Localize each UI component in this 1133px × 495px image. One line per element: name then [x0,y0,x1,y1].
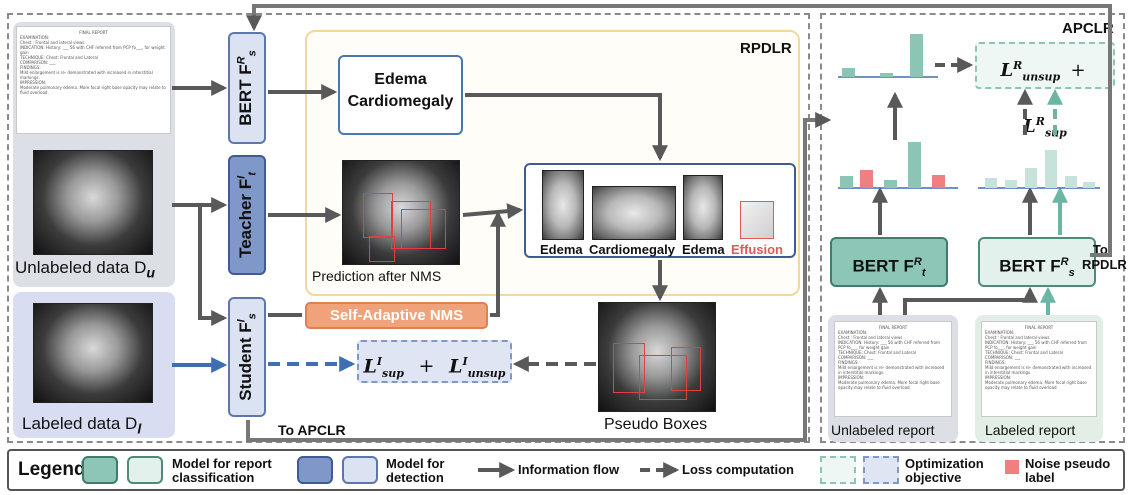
apclr-panel [820,13,1125,443]
detection-loss-box: LIsup + LIunsup [357,340,512,383]
pseudo-boxes-caption: Pseudo Boxes [604,416,708,433]
legend-opt-objective: Optimization objective [905,456,984,485]
bars-student [978,150,1100,189]
legend-swatch-detection-light [342,456,378,484]
pred-box [401,209,446,249]
apclr-title: APCLR [1062,20,1114,37]
crop-edema-2 [683,175,723,240]
arrow-labels-to-crops [465,93,668,162]
arrow-nms-to-crops [490,210,506,317]
labeled-xray [33,303,153,403]
bar [1005,180,1017,188]
unlabeled-report-doc-left: FINAL REPORT EXAMINATION: Chest : Fronta… [16,26,171,134]
unlabeled-xray [33,150,153,255]
bar [932,175,945,188]
bars-top [838,34,938,78]
labeled-report-caption: Labeled report [985,422,1076,438]
prediction-xray [342,160,460,265]
self-adaptive-nms-box: Self-Adaptive NMS [305,302,488,329]
labeled-report-doc: FINAL REPORT EXAMINATION: Chest : Fronta… [981,321,1097,417]
bar [840,176,853,188]
bar [842,68,855,77]
rpdlr-title: RPDLR [740,40,792,57]
crop-label-effusion: Effusion [731,242,783,257]
legend-title: Legend [18,459,86,480]
pseudo-box [639,355,687,400]
top-loop-arrow [246,4,1112,257]
legend-swatch-opt-blue [863,456,899,484]
bar [1083,182,1095,188]
unlabeled-report-caption: Unlabeled report [831,422,935,438]
arrow-unlabeled-report-to-student [903,286,1038,315]
legend-detection-model: Model for detection [386,456,445,485]
student-model: Student FIs [228,297,266,417]
to-apclr-label: To APCLR [278,422,346,438]
legend-swatch-report-light [127,456,163,484]
pseudo-boxes-xray [598,302,716,412]
bar [1025,168,1037,188]
bar [860,170,873,188]
arrow-xray-to-student [198,205,228,326]
bar [880,73,893,77]
crop-edema-1 [542,170,584,240]
legend-loss-comp: Loss computation [682,462,794,477]
bar [1045,150,1057,188]
bert-student-left-model: BERT FRs [228,32,266,144]
legend [7,449,1125,491]
crop-effusion [740,201,774,239]
legend-report-model: Model for report classification [172,456,272,485]
crop-label-edema-2: Edema [682,242,725,257]
legend-info-flow: Information flow [518,462,620,477]
bert-student-right-model: BERT FRs [978,237,1096,287]
bert-teacher-right-model: BERT FRt [830,237,948,287]
pred-box [369,236,395,262]
pseudo-box [613,343,645,393]
legend-swatch-report-dark [82,456,118,484]
arrow-student-to-apclr [246,112,832,442]
bar [884,180,897,188]
crop-cardiomegaly [592,186,676,240]
crop-label-edema-1: Edema [540,242,583,257]
legend-swatch-detection-dark [297,456,333,484]
crop-label-cardiomegaly: Cardiomegaly [589,242,675,257]
pred-box [363,193,393,238]
prediction-caption: Prediction after NMS [312,268,442,284]
legend-swatch-opt-green [820,456,856,484]
bars-teacher [838,142,958,189]
unlabeled-data-caption: Unlabeled data Du [15,258,156,282]
legend-swatch-noise [1005,460,1019,474]
teacher-model: Teacher FIt [228,155,266,275]
pseudo-box [671,347,701,391]
bar [1065,176,1077,188]
bar [910,34,923,77]
predicted-labels-box: Edema Cardiomegaly [338,55,463,135]
labeled-data-caption: Labeled data Dl [22,414,142,438]
bar [985,178,997,188]
unlabeled-report-doc-right: FINAL REPORT EXAMINATION: Chest : Fronta… [834,321,952,417]
legend-noise-label: Noise pseudo label [1025,456,1111,485]
bar [908,142,921,188]
